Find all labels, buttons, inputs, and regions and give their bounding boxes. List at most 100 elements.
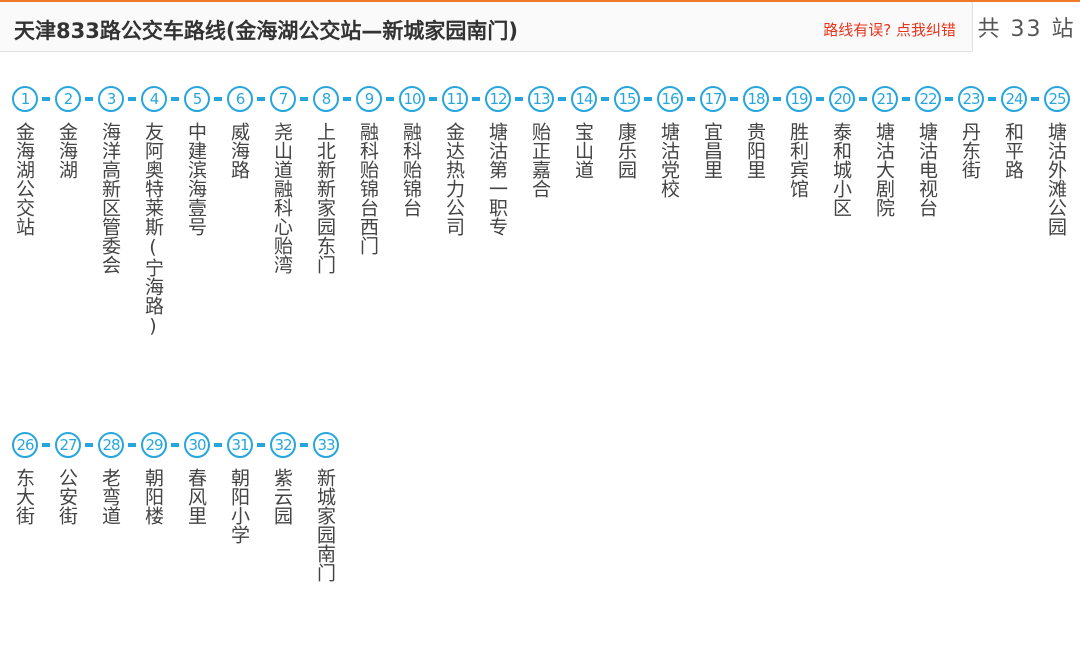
stop-name: 海洋高新区管委会 — [99, 122, 121, 274]
route-connector — [42, 443, 50, 447]
stop-name: 尧山道融科心贻湾 — [271, 122, 293, 274]
stop-name: 朝阳楼 — [142, 468, 164, 525]
stop-number: 8 — [313, 86, 339, 112]
stop-number: 15 — [614, 86, 640, 112]
stop-name: 胜利宾馆 — [787, 122, 809, 198]
stop-name: 老弯道 — [99, 468, 121, 525]
route-connector — [902, 97, 910, 101]
stop-name: 宝山道 — [572, 122, 594, 179]
stop-name: 春风里 — [185, 468, 207, 525]
report-error-link[interactable]: 路线有误? 点我纠错 — [823, 21, 956, 39]
route-connector — [558, 97, 566, 101]
stop-name: 和平路 — [1002, 122, 1024, 179]
stop-name: 塘沽第一职专 — [486, 122, 508, 236]
stop-number: 10 — [399, 86, 425, 112]
route-connector — [386, 97, 394, 101]
stop-name: 友阿奥特莱斯(宁海路) — [142, 122, 164, 337]
stop-number: 6 — [227, 86, 253, 112]
stop-name: 融科贻锦台西门 — [357, 122, 379, 255]
stop-name: 宜昌里 — [701, 122, 723, 179]
route-connector — [42, 97, 50, 101]
stop-number: 19 — [786, 86, 812, 112]
stop-number: 1 — [12, 86, 38, 112]
stop-number: 33 — [313, 432, 339, 458]
stop-number: 9 — [356, 86, 382, 112]
stop-name: 贻正嘉合 — [529, 122, 551, 198]
stop-number: 30 — [184, 432, 210, 458]
stop-number: 31 — [227, 432, 253, 458]
stop-name: 塘沽党校 — [658, 122, 680, 198]
stop-number: 4 — [141, 86, 167, 112]
stop-name: 泰和城小区 — [830, 122, 852, 217]
route-connector — [601, 97, 609, 101]
route-connector — [472, 97, 480, 101]
stop-number: 21 — [872, 86, 898, 112]
route-connector — [171, 443, 179, 447]
stop-name: 中建滨海壹号 — [185, 122, 207, 236]
stop-name: 新城家园南门 — [314, 468, 336, 582]
stop-number: 14 — [571, 86, 597, 112]
stop-number: 7 — [270, 86, 296, 112]
stop-name: 金海湖 — [56, 122, 78, 179]
route-connector — [816, 97, 824, 101]
route-connector — [300, 97, 308, 101]
stop-name: 丹东街 — [959, 122, 981, 179]
route-connector — [85, 97, 93, 101]
stop-number: 27 — [55, 432, 81, 458]
stop-name: 康乐园 — [615, 122, 637, 179]
route-connector — [429, 97, 437, 101]
stop-name: 金达热力公司 — [443, 122, 465, 236]
stop-name: 紫云园 — [271, 468, 293, 525]
stop-row-1: 1 金海湖公交站 2 金海湖 3 海洋高新区管委会 4 友阿奥特莱斯(宁海路) 5 中建滨海壹号 6… — [0, 86, 1080, 416]
route-connector — [214, 97, 222, 101]
stop-name: 贵阳里 — [744, 122, 766, 179]
route-connector — [171, 97, 179, 101]
route-connector — [343, 97, 351, 101]
stop-number: 3 — [98, 86, 124, 112]
stop-name: 东大街 — [13, 468, 35, 525]
route-connector — [730, 97, 738, 101]
stop-name: 金海湖公交站 — [13, 122, 35, 236]
stop-number: 23 — [958, 86, 984, 112]
stop-number: 28 — [98, 432, 124, 458]
route-connector — [257, 443, 265, 447]
stop-number: 12 — [485, 86, 511, 112]
stop-number: 17 — [700, 86, 726, 112]
stop-name: 塘沽大剧院 — [873, 122, 895, 217]
stop-name: 塘沽外滩公园 — [1045, 122, 1067, 236]
route-connector — [257, 97, 265, 101]
stop-number: 18 — [743, 86, 769, 112]
route-title: 天津833路公交车路线(金海湖公交站—新城家园南门) — [14, 19, 519, 43]
route-connector — [687, 97, 695, 101]
route-connector — [128, 443, 136, 447]
route-connector — [945, 97, 953, 101]
route-connector — [859, 97, 867, 101]
stop-number: 16 — [657, 86, 683, 112]
route-connector — [515, 97, 523, 101]
stop-name: 威海路 — [228, 122, 250, 179]
stop-name: 塘沽电视台 — [916, 122, 938, 217]
stop-number: 22 — [915, 86, 941, 112]
stop-name: 朝阳小学 — [228, 468, 250, 544]
stop-name: 公安街 — [56, 468, 78, 525]
route-connector — [214, 443, 222, 447]
stop-number: 25 — [1044, 86, 1070, 112]
stop-name: 融科贻锦台 — [400, 122, 422, 217]
stop-number: 11 — [442, 86, 468, 112]
stop-number: 2 — [55, 86, 81, 112]
stop-count: 共 33 站 — [972, 2, 1080, 52]
route-connector — [128, 97, 136, 101]
route-connector — [988, 97, 996, 101]
stop-number: 24 — [1001, 86, 1027, 112]
stop-number: 13 — [528, 86, 554, 112]
stop-number: 29 — [141, 432, 167, 458]
route-connector — [1031, 97, 1039, 101]
route-connector — [85, 443, 93, 447]
route-connector — [773, 97, 781, 101]
route-connector — [644, 97, 652, 101]
stop-name: 上北新新家园东门 — [314, 122, 336, 274]
route-connector — [300, 443, 308, 447]
stop-number: 26 — [12, 432, 38, 458]
stop-number: 5 — [184, 86, 210, 112]
